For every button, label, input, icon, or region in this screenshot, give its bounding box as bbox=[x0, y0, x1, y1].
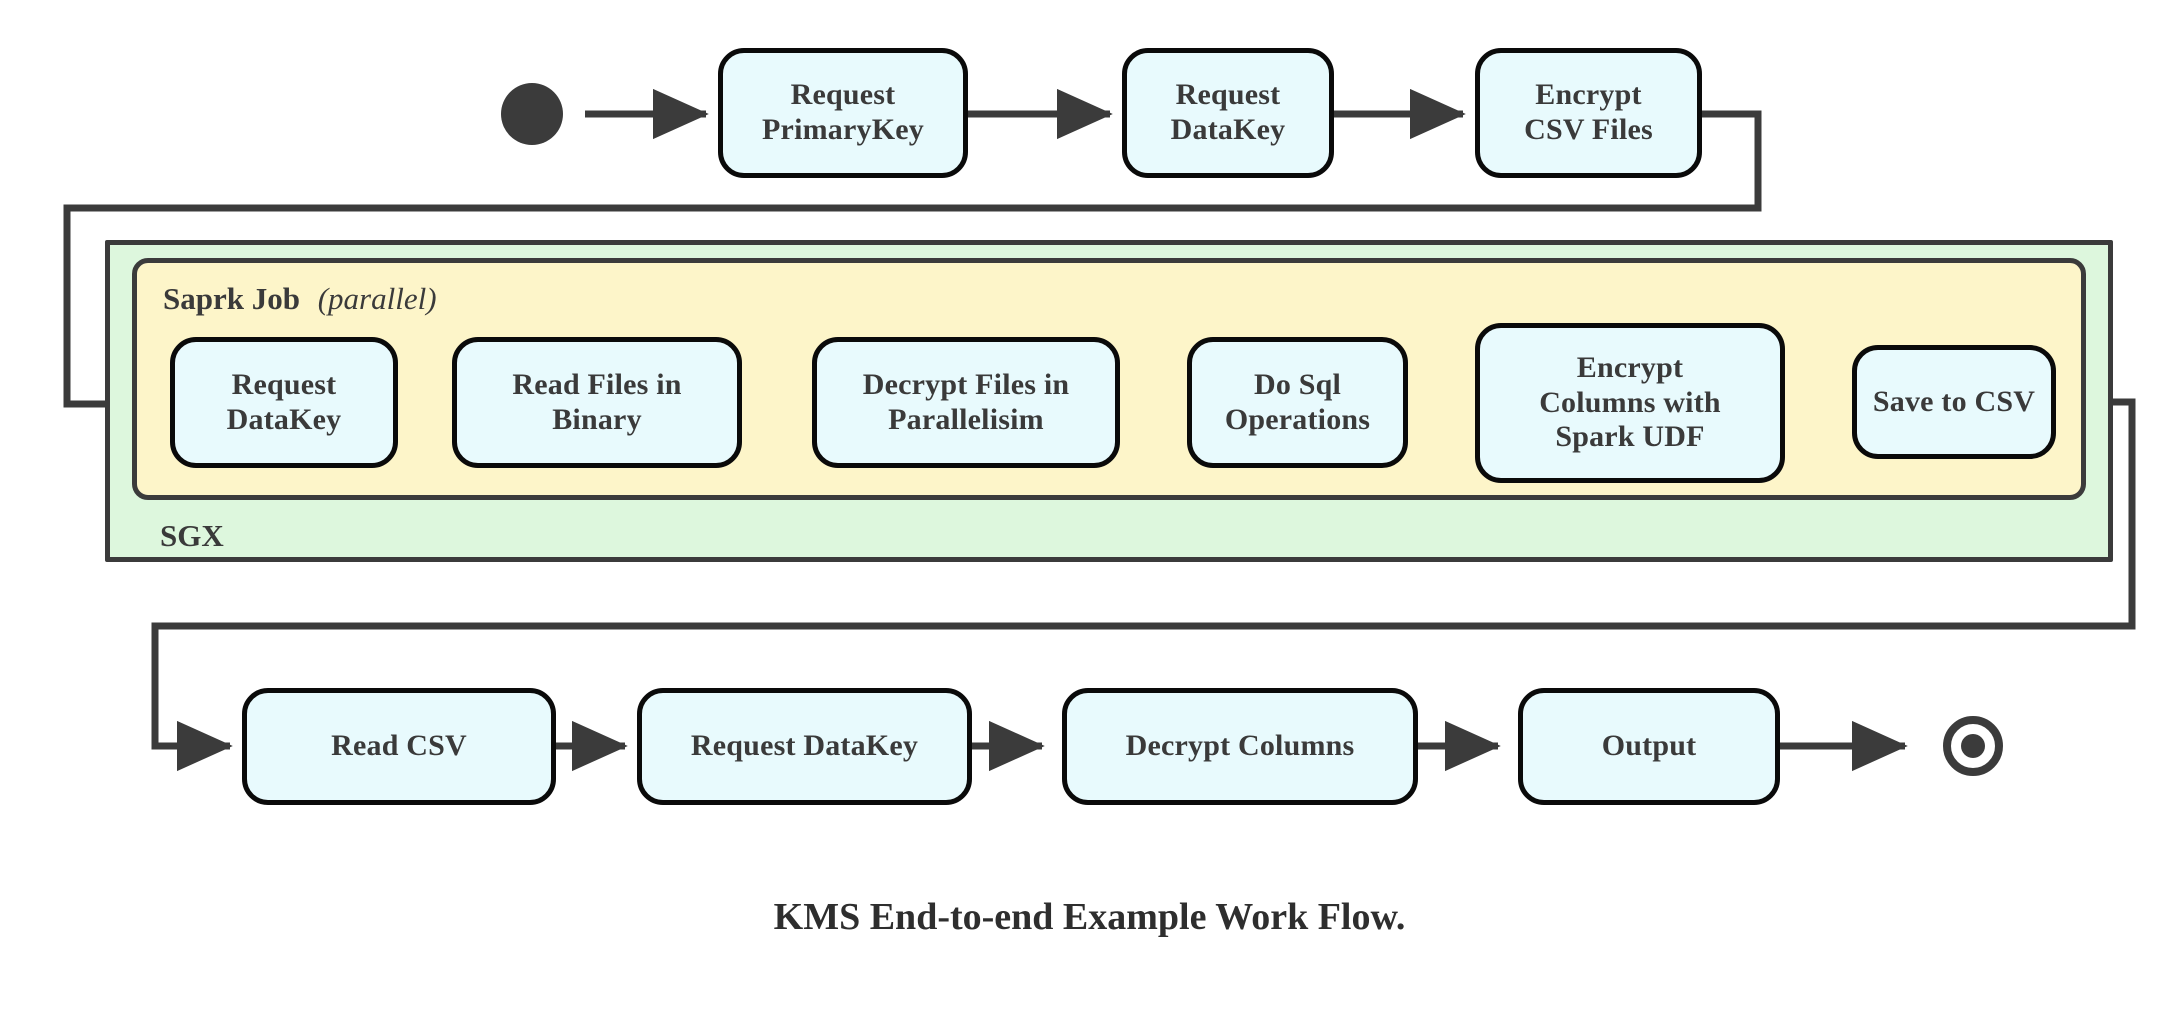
node-read-files-in-binary[interactable]: Read Files in Binary bbox=[452, 337, 742, 468]
node-label: Read Files in Binary bbox=[465, 368, 729, 438]
node-read-csv[interactable]: Read CSV bbox=[242, 688, 556, 805]
node-line: Output bbox=[1601, 729, 1697, 763]
node-line: Decrypt Files in bbox=[862, 367, 1070, 401]
node-label: Do Sql Operations bbox=[1200, 368, 1395, 438]
diagram-caption: KMS End-to-end Example Work Flow. bbox=[773, 896, 1406, 938]
node-line: Operations bbox=[1224, 402, 1371, 436]
node-label: Request DataKey bbox=[650, 729, 959, 764]
node-line: Request DataKey bbox=[690, 729, 919, 763]
node-label: Output bbox=[1531, 729, 1767, 764]
end-node bbox=[1943, 716, 2003, 776]
node-line: Read Files in bbox=[512, 367, 682, 401]
node-output[interactable]: Output bbox=[1518, 688, 1780, 805]
spark-job-label: Saprk Job (parallel) bbox=[163, 281, 437, 317]
node-request-primarykey[interactable]: Request PrimaryKey bbox=[718, 48, 968, 178]
start-node bbox=[501, 83, 563, 145]
node-label: Encrypt CSV Files bbox=[1488, 78, 1689, 148]
node-line: DataKey bbox=[226, 402, 342, 436]
node-request-datakey-spark[interactable]: Request DataKey bbox=[170, 337, 398, 468]
node-label: Decrypt Columns bbox=[1075, 729, 1405, 764]
node-line: CSV Files bbox=[1524, 113, 1653, 146]
node-line: Decrypt Columns bbox=[1125, 729, 1355, 763]
spark-job-modifier: (parallel) bbox=[317, 281, 437, 316]
node-line: Request bbox=[790, 78, 896, 112]
node-line: Read CSV bbox=[331, 729, 467, 763]
node-decrypt-files-in-parallelisim[interactable]: Decrypt Files in Parallelisim bbox=[812, 337, 1120, 468]
node-line: DataKey bbox=[1170, 113, 1286, 146]
node-request-datakey-bottom[interactable]: Request DataKey bbox=[637, 688, 972, 805]
node-line: Parallelisim bbox=[888, 402, 1044, 436]
node-label: Save to CSV bbox=[1865, 385, 2043, 420]
node-line: Binary bbox=[552, 402, 642, 436]
node-line: PrimaryKey bbox=[762, 113, 924, 146]
node-line: Columns with bbox=[1539, 385, 1721, 419]
node-label: Read CSV bbox=[255, 729, 543, 764]
node-line: Do Sql bbox=[1253, 367, 1342, 401]
node-label: Decrypt Files in Parallelisim bbox=[825, 368, 1107, 438]
node-label: Request PrimaryKey bbox=[731, 78, 955, 148]
node-line: Spark UDF bbox=[1555, 420, 1705, 454]
node-line: Save to CSV bbox=[1872, 384, 2036, 418]
node-encrypt-csv-files[interactable]: Encrypt CSV Files bbox=[1475, 48, 1702, 178]
node-line: Request bbox=[1175, 78, 1281, 112]
node-line: Encrypt bbox=[1535, 78, 1642, 112]
node-line: Request bbox=[231, 367, 337, 401]
node-line: Encrypt bbox=[1576, 350, 1684, 384]
node-label: Request DataKey bbox=[1135, 78, 1321, 148]
sgx-label: SGX bbox=[160, 518, 224, 553]
node-save-to-csv[interactable]: Save to CSV bbox=[1852, 345, 2056, 459]
node-encrypt-columns-with-spark-udf[interactable]: Encrypt Columns with Spark UDF bbox=[1475, 323, 1785, 483]
spark-job-label-text: Saprk Job bbox=[163, 281, 300, 316]
node-do-sql-operations[interactable]: Do Sql Operations bbox=[1187, 337, 1408, 468]
node-label: Encrypt Columns with Spark UDF bbox=[1488, 351, 1772, 455]
node-request-datakey-top[interactable]: Request DataKey bbox=[1122, 48, 1334, 178]
node-decrypt-columns[interactable]: Decrypt Columns bbox=[1062, 688, 1418, 805]
node-label: Request DataKey bbox=[183, 368, 385, 438]
